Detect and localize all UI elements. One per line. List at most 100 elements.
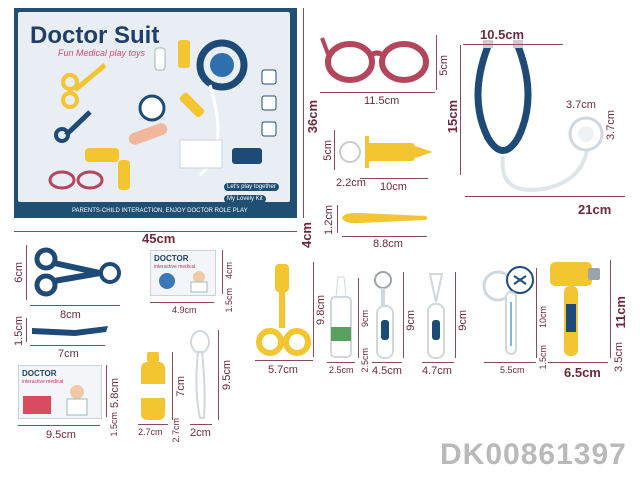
card1-width-line bbox=[150, 302, 214, 303]
dim-stetho-top: 10.5cm bbox=[480, 27, 525, 42]
stick-width-line bbox=[342, 236, 427, 237]
dim-bottle-width: 2.7cm bbox=[138, 427, 163, 437]
dim-stetho-chest-a: 3.7cm bbox=[566, 99, 596, 111]
hammer-width-line bbox=[548, 362, 608, 363]
dim-stetho-height: 15cm bbox=[445, 100, 460, 134]
card-subtitle: interactive medical bbox=[22, 379, 64, 385]
reflex-hammer-image bbox=[550, 262, 600, 356]
glasses-height-line bbox=[436, 35, 437, 90]
dim-mirror-height: 9cm bbox=[405, 310, 417, 331]
card-title: DOCTOR bbox=[154, 254, 189, 263]
bottle-height-line bbox=[172, 352, 173, 420]
stetho-top-line bbox=[463, 44, 563, 45]
dim-vial-depth: 2.5cm bbox=[360, 348, 370, 373]
card-illustration bbox=[159, 271, 208, 293]
card-illustration bbox=[23, 385, 88, 416]
syringe-height-line bbox=[334, 130, 335, 170]
brand-title: Doctor Suit bbox=[30, 22, 160, 49]
banner-lovely-kit: My Lovely Kit bbox=[224, 195, 266, 203]
dim-card2-height: 5.8cm bbox=[109, 378, 121, 408]
dim-spoon-width: 2cm bbox=[190, 427, 211, 439]
card2-width-line bbox=[18, 425, 100, 426]
stetho-length-line bbox=[465, 196, 625, 197]
dim-stetho-chest-b: 3.7cm bbox=[605, 110, 617, 140]
dim-scissors-height: 6cm bbox=[13, 262, 25, 283]
vial-image bbox=[330, 276, 352, 358]
dim-bottle-height: 7cm bbox=[175, 376, 187, 397]
dim-stick-width: 8.8cm bbox=[373, 238, 403, 250]
stick-height-line bbox=[337, 205, 338, 233]
tweezer-height-line bbox=[455, 272, 456, 358]
scissors-height-line bbox=[26, 245, 27, 300]
dim-stetho-length: 21cm bbox=[578, 202, 612, 217]
dim-syringe-width: 10cm bbox=[380, 181, 407, 193]
dim-card1-height: 4cm bbox=[224, 262, 234, 280]
card2-height-line bbox=[106, 365, 107, 417]
doctor-card-large: DOCTOR interactive medical bbox=[18, 365, 102, 419]
thermo-width-line bbox=[484, 362, 536, 363]
thermo-height-line bbox=[536, 268, 537, 358]
dim-syringe-side: 2.2cm bbox=[336, 177, 366, 189]
dim-tweezer-width: 4.7cm bbox=[422, 365, 452, 377]
dim-scissors-width: 8cm bbox=[60, 309, 81, 321]
dim-hammer-width: 6.5cm bbox=[564, 365, 601, 380]
dim-card2-depth: 1.5cm bbox=[109, 412, 119, 437]
brand-tagline: Fun Medical play toys bbox=[58, 48, 146, 58]
glasses-width-line bbox=[320, 92, 435, 93]
dim-box-width: 45cm bbox=[142, 231, 176, 246]
dim-box-depth: 4cm bbox=[299, 222, 314, 249]
tongue-stick-image bbox=[342, 212, 427, 224]
dim-vial-height: 9cm bbox=[360, 310, 370, 328]
scissors2-width-line bbox=[255, 360, 313, 361]
dim-knife-height: 1.5cm bbox=[13, 316, 25, 346]
dim-box-height: 36cm bbox=[305, 100, 320, 134]
dim-thermo-height: 10cm bbox=[538, 306, 548, 329]
scissors2-height-line bbox=[313, 262, 314, 357]
box-width-line bbox=[14, 231, 297, 232]
vial-height-line bbox=[358, 278, 359, 358]
spoon-height-line bbox=[218, 330, 219, 420]
vial-width-line bbox=[327, 362, 355, 363]
card1-height-line bbox=[222, 250, 223, 294]
bottle-width-line bbox=[138, 424, 168, 425]
dim-knife-width: 7cm bbox=[58, 348, 79, 360]
scissors-width-line bbox=[30, 305, 120, 306]
product-code: DK00861397 bbox=[440, 438, 627, 471]
blue-scissors-image bbox=[34, 247, 121, 297]
stetho-height-line bbox=[460, 45, 461, 175]
card-subtitle: interactive medical bbox=[154, 264, 196, 270]
card-title: DOCTOR bbox=[22, 369, 57, 378]
box-height-line bbox=[303, 8, 304, 218]
dim-hammer-depth: 3.5cm bbox=[613, 342, 625, 372]
box-contents-illustration bbox=[48, 39, 277, 190]
dim-glasses-width: 11.5cm bbox=[364, 95, 400, 107]
yellow-scissors-image bbox=[256, 264, 311, 356]
banner-play-together: Let's play together bbox=[224, 183, 279, 191]
thermometer-image bbox=[482, 266, 534, 355]
bottle-image bbox=[141, 352, 165, 420]
dim-scissors2-height: 9.8cm bbox=[315, 295, 327, 325]
dim-card1-width: 4.9cm bbox=[172, 305, 197, 315]
box-footer-text: PARENTS-CHILD INTERACTION, ENJOY DOCTOR … bbox=[72, 208, 248, 214]
hammer-height-line bbox=[610, 260, 611, 358]
dim-scissors2-width: 5.7cm bbox=[268, 364, 298, 376]
knife-height-line bbox=[26, 318, 27, 342]
tweezer-image bbox=[427, 273, 445, 359]
knife-image bbox=[32, 326, 108, 336]
dim-card2-width: 9.5cm bbox=[46, 429, 76, 441]
doctor-card-small: DOCTOR interactive medical bbox=[150, 250, 216, 296]
dental-mirror-image bbox=[374, 271, 394, 359]
glasses-image bbox=[320, 37, 429, 83]
dim-bottle-depth: 2.7cm bbox=[171, 418, 181, 443]
spoon-image bbox=[190, 330, 210, 419]
knife-width-line bbox=[30, 345, 105, 346]
dim-mirror-width: 4.5cm bbox=[372, 365, 402, 377]
dim-glasses-height: 5cm bbox=[438, 55, 450, 76]
dim-card1-depth: 1.5cm bbox=[224, 288, 234, 313]
stethoscope-image bbox=[474, 40, 604, 192]
syringe-image bbox=[339, 136, 433, 168]
dim-spoon-height: 9.5cm bbox=[221, 360, 233, 390]
dim-stick-height: 1.2cm bbox=[323, 205, 335, 235]
spoon-width-line bbox=[190, 424, 212, 425]
tweezer-width-line bbox=[422, 362, 454, 363]
